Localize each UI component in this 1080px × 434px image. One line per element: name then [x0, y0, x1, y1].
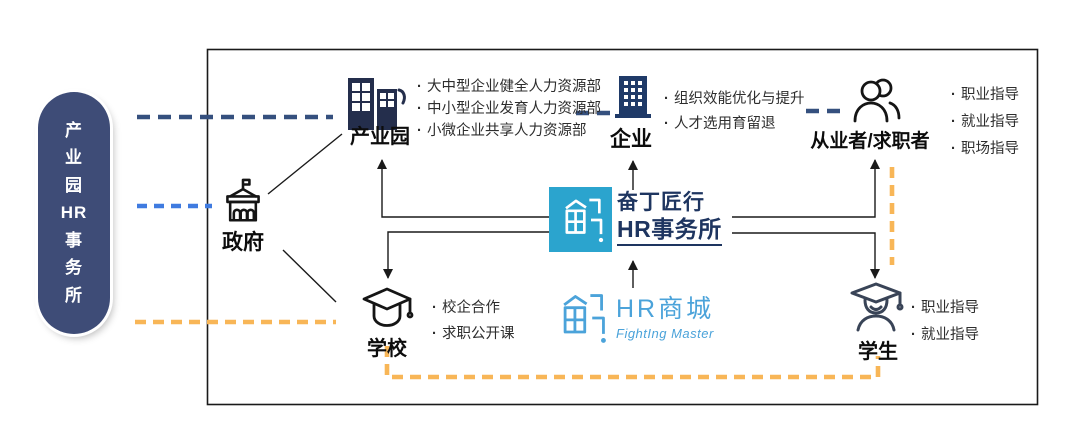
- bullet-item: 校企合作: [432, 295, 515, 321]
- diagram-frame: [206, 48, 1039, 406]
- student-icon: [850, 282, 904, 332]
- student-bullets: 职业指导 就业指导: [911, 295, 979, 349]
- hr-mall-mark-icon: [563, 294, 606, 343]
- workers-bullets: 职业指导 就业指导 职场指导: [951, 82, 1019, 163]
- node-label-government: 政府: [222, 231, 264, 254]
- government-building-icon: [226, 178, 260, 222]
- hr-mall-wordmark: HR商城 FightIng Master: [616, 289, 714, 341]
- hr-mall-subtitle: FightIng Master: [616, 326, 714, 341]
- arrow-center-to-student: [732, 232, 880, 279]
- bullet-item: 中小型企业发育人力资源部: [417, 98, 601, 120]
- school-graduation-cap-icon: [362, 287, 414, 327]
- pill-label: 产 业 园 HR 事 务 所: [60, 120, 88, 305]
- bullet-item: 就业指导: [951, 109, 1019, 136]
- brand-title: 奋丁匠行 HR事务所: [617, 191, 722, 246]
- bullet-item: 小微企业共享人力资源部: [417, 120, 601, 142]
- brand-logo-tile: [549, 187, 612, 252]
- node-label-school: 学校: [367, 338, 407, 360]
- node-label-student: 学生: [858, 341, 898, 363]
- line-government-to-school: [282, 249, 337, 303]
- brand-line2: HR事务所: [617, 216, 722, 246]
- brand-line1: 奋丁匠行: [617, 191, 705, 214]
- bullet-item: 人才选用育留退: [664, 112, 805, 137]
- node-label-industrial-park: 产业园: [350, 126, 410, 148]
- bullet-item: 组织效能优化与提升: [664, 87, 805, 112]
- arrow-center-to-park: [377, 159, 549, 218]
- bullet-item: 职业指导: [911, 295, 979, 322]
- enterprise-bullets: 组织效能优化与提升 人才选用育留退: [664, 87, 805, 137]
- arrow-center-to-workers: [732, 159, 880, 218]
- fighting-master-mark-icon: [564, 198, 603, 242]
- bullet-item: 就业指导: [911, 322, 979, 349]
- sidebar-pill: 产 业 园 HR 事 务 所: [38, 92, 110, 334]
- enterprise-building-icon: [615, 76, 651, 118]
- school-bullets: 校企合作 求职公开课: [432, 295, 515, 347]
- industrial-park-buildings-icon: [348, 78, 406, 130]
- workers-people-icon: [853, 78, 901, 123]
- bullet-item: 职业指导: [951, 82, 1019, 109]
- line-government-to-park: [267, 133, 343, 195]
- node-label-enterprise: 企业: [610, 128, 652, 151]
- bullet-item: 大中型企业健全人力资源部: [417, 76, 601, 98]
- bullet-item: 求职公开课: [432, 321, 515, 347]
- hr-mall-name: HR商城: [616, 295, 715, 323]
- bullet-item: 职场指导: [951, 136, 1019, 163]
- dash-school-student-loop: [384, 346, 881, 380]
- arrow-center-to-school: [383, 231, 549, 279]
- industrial-park-bullets: 大中型企业健全人力资源部 中小型企业发育人力资源部 小微企业共享人力资源部: [417, 76, 601, 142]
- node-label-workers: 从业者/求职者: [810, 131, 930, 152]
